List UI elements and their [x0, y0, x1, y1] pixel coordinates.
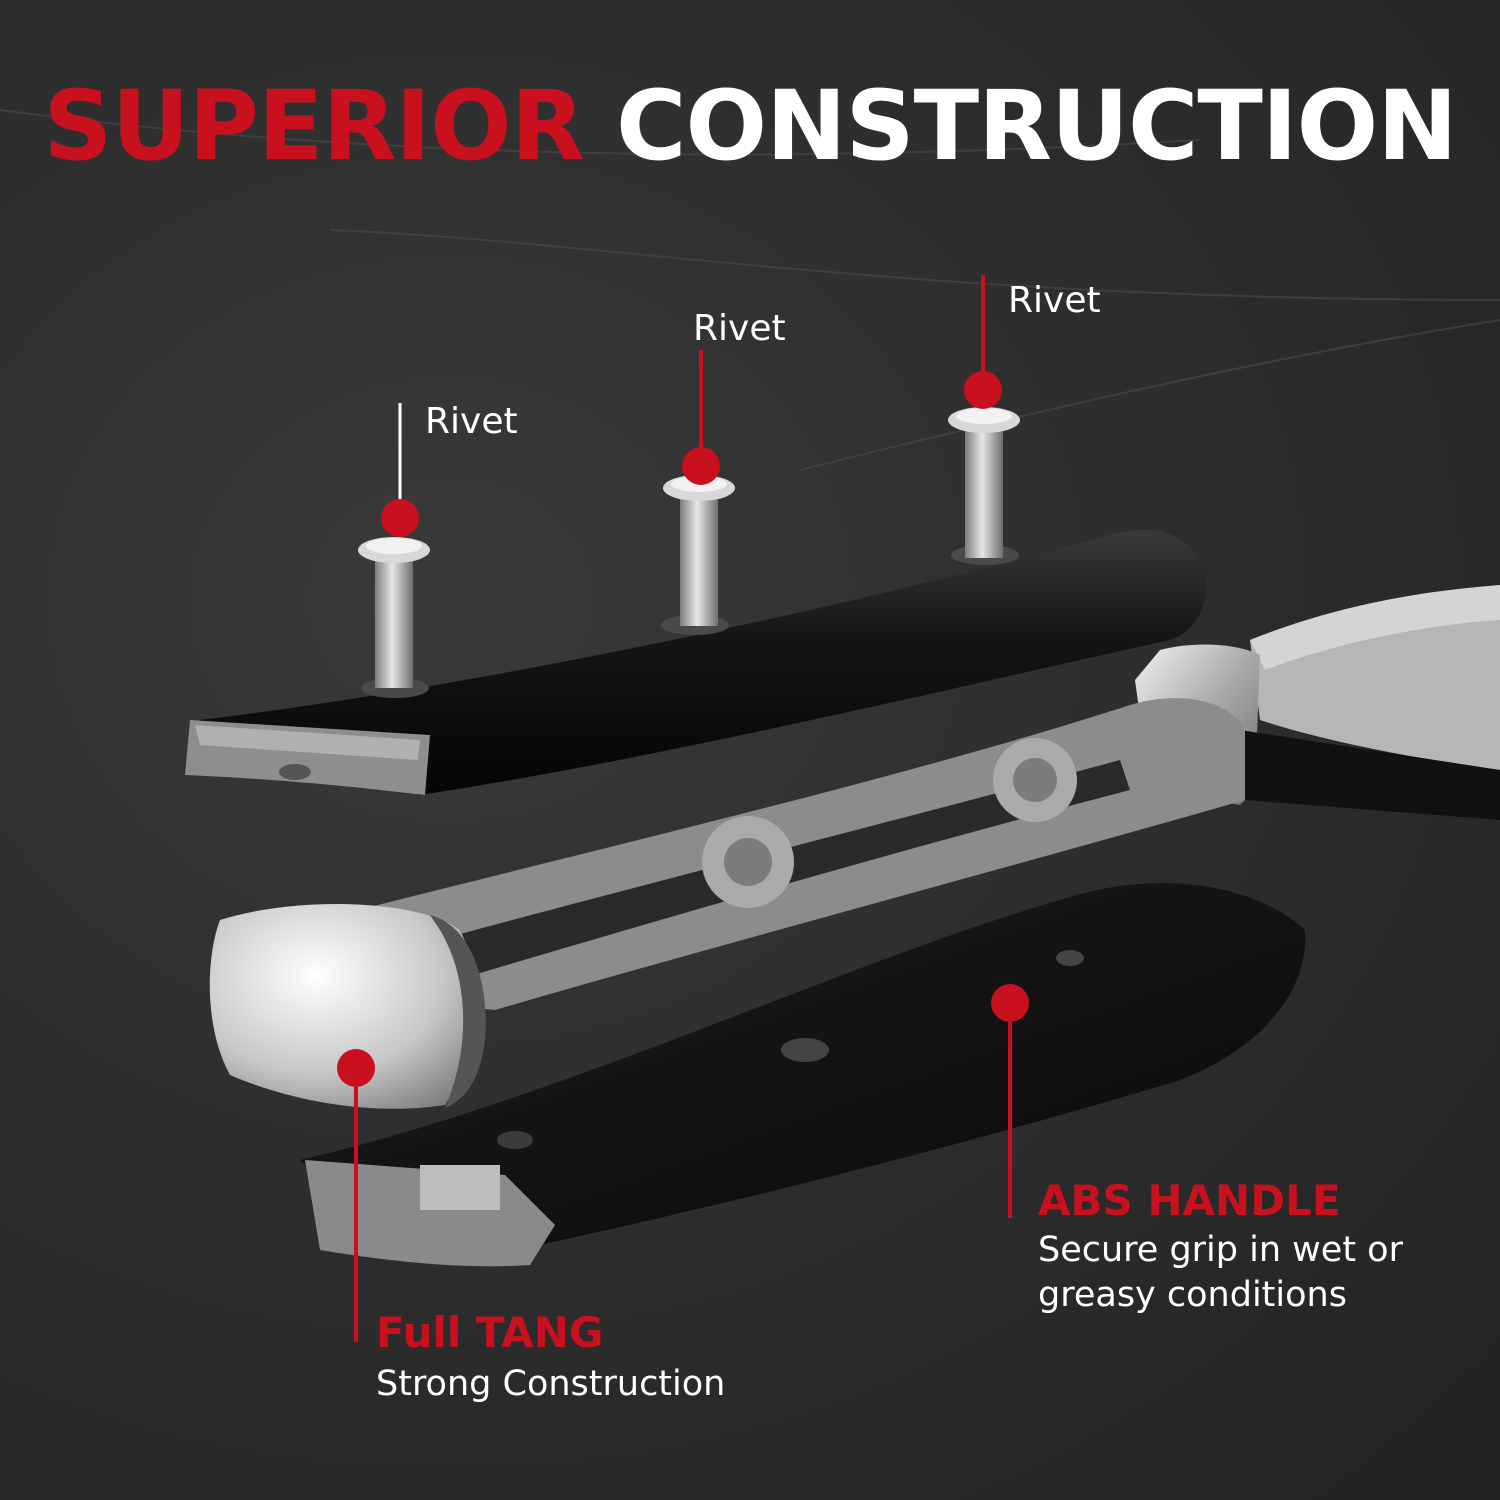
title-word-superior: SUPERIOR	[43, 70, 584, 182]
rivet-1-label: Rivet	[425, 401, 518, 442]
rivet-3-label: Rivet	[1008, 280, 1101, 321]
full-tang-text: Strong Construction	[376, 1364, 726, 1404]
abs-handle-heading: ABS HANDLE	[1038, 1176, 1341, 1225]
rivet-3	[948, 407, 1020, 558]
rivet-2-label: Rivet	[693, 308, 786, 349]
full-tang-heading: Full TANG	[376, 1308, 604, 1357]
background-streaks	[0, 109, 1500, 471]
page-title: SUPERIOR CONSTRUCTION	[0, 78, 1500, 174]
full-tang-marker	[337, 1049, 375, 1087]
tang	[300, 698, 1245, 1010]
blade	[1250, 585, 1500, 770]
rivet-1-marker	[381, 499, 419, 537]
abs-handle-marker	[991, 984, 1029, 1022]
title-word-construction: CONSTRUCTION	[616, 70, 1458, 182]
abs-handle-text-line1: Secure grip in wet or	[1038, 1230, 1403, 1270]
rivet-1	[358, 537, 430, 688]
lower-handle-scale	[300, 883, 1306, 1267]
rivet-3-marker	[964, 371, 1002, 409]
abs-handle-text-line2: greasy conditions	[1038, 1275, 1347, 1315]
end-cap	[209, 903, 486, 1109]
rivet-2	[663, 475, 735, 626]
rivet-2-marker	[682, 447, 720, 485]
callout-markers	[337, 275, 1029, 1342]
